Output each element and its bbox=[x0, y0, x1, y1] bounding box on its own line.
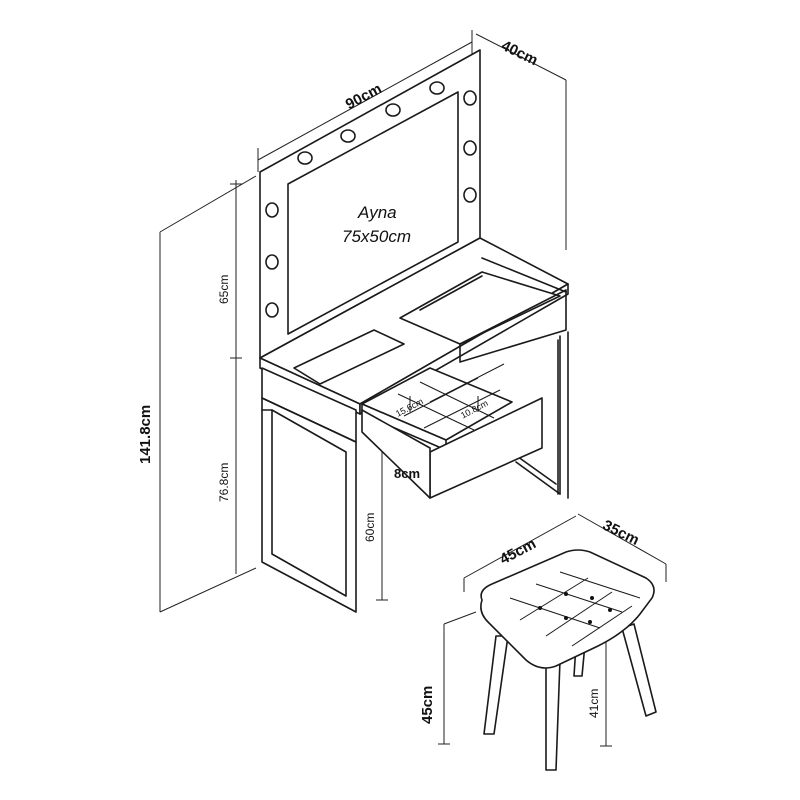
tufting bbox=[509, 571, 641, 647]
bulb-icons bbox=[265, 81, 477, 318]
mirror-size-label: 75x50cm bbox=[342, 227, 411, 246]
stool-height-label: 45cm bbox=[419, 686, 436, 724]
stool-width-label: 45cm bbox=[497, 535, 539, 568]
stool-leg-label: 41cm bbox=[587, 689, 601, 718]
under-drawer-label: 60cm bbox=[363, 513, 377, 542]
vanity-table bbox=[259, 237, 569, 613]
table-height-label: 76.8cm bbox=[217, 463, 231, 502]
stool-depth-label: 35cm bbox=[600, 517, 642, 549]
total-height-label: 141.8cm bbox=[137, 405, 154, 464]
depth-label: 40cm bbox=[499, 37, 541, 69]
mirror-label: Ayna bbox=[357, 203, 397, 222]
drawer-height-label: 8cm bbox=[394, 466, 420, 481]
mirror-height-label: 65cm bbox=[217, 275, 231, 304]
stool bbox=[480, 549, 657, 771]
